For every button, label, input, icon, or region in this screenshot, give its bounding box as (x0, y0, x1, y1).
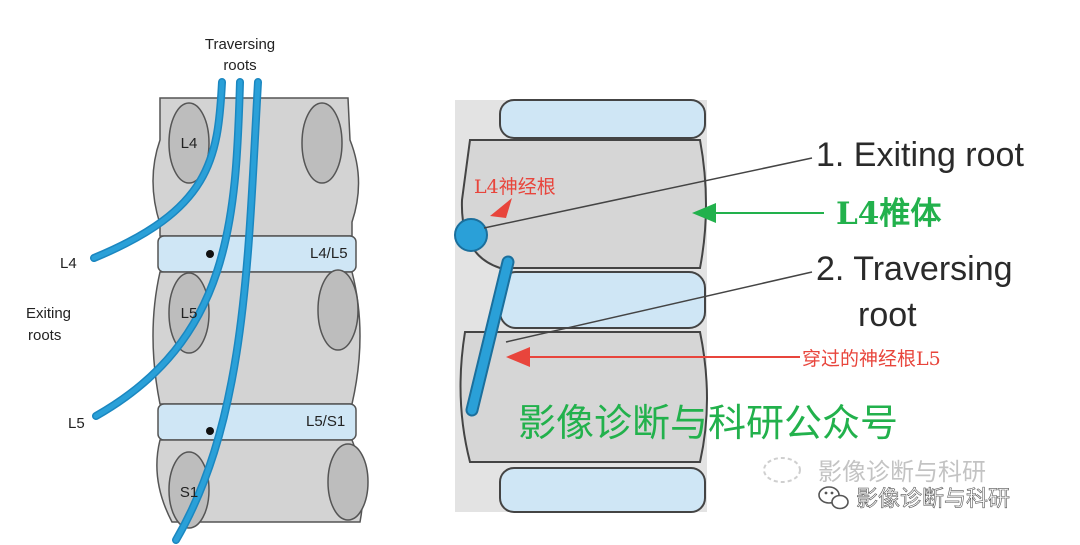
traversing-l5-cn-label: 穿过的神经根L5 (802, 348, 941, 370)
root-l4-label: L4 (60, 255, 77, 272)
red-arrow-traversing-root (506, 347, 530, 367)
exiting-roots-label-line1: Exiting (26, 305, 71, 322)
l4-nerve-root-cn-label: L4神经根 (474, 176, 556, 198)
vertebra-l4-label: L4 (181, 135, 198, 152)
faint-watermark: 影像诊断与科研 (763, 457, 986, 486)
wechat-credit: 影像诊断与科研 (818, 486, 1010, 511)
exiting-root-l5 (93, 79, 243, 419)
disc-l5-s1-label: L5/S1 (306, 413, 345, 430)
traversing-root-label-line1: 2. Traversing (816, 250, 1013, 288)
green-watermark-text: 影像诊断与科研公众号 (518, 401, 898, 445)
exiting-root-leader (483, 157, 813, 229)
red-arrow-l4-root (490, 198, 512, 218)
pedicle-s1-right (327, 443, 369, 521)
disc-l4-l5-dot (206, 250, 214, 258)
green-arrow-l4-vertebra (692, 203, 716, 223)
traversing-roots-label-line2: roots (223, 57, 256, 74)
traversing-root (173, 79, 261, 543)
pedicle-l4-right (301, 102, 343, 184)
traversing-root-label-line2: root (858, 296, 917, 334)
right-disc-bottom (499, 467, 706, 513)
right-disc-top (499, 99, 706, 139)
vertebra-s1-label: S1 (180, 484, 198, 501)
left-spine-diagram: Traversing roots Exiting roots L4 L5 L4 … (26, 36, 369, 544)
vertebra-l5-label: L5 (181, 305, 198, 322)
pedicle-l5-left (168, 272, 210, 354)
pedicle-s1-left (168, 451, 210, 529)
wechat-credit-text: 影像诊断与科研 (856, 486, 1010, 511)
right-l5-vertebra (459, 331, 708, 463)
right-exiting-root-dot (454, 218, 488, 252)
disc-l5-s1-dot (206, 427, 214, 435)
wechat-icon (818, 486, 849, 510)
pedicle-l4-left (168, 102, 210, 184)
exiting-root-label: 1. Exiting root (816, 136, 1024, 174)
traversing-root-leader (505, 271, 813, 343)
svg-text:影像诊断与科研: 影像诊断与科研 (818, 459, 986, 486)
right-spine-diagram: 1. Exiting root 2. Traversing root L4神经根… (454, 99, 1024, 513)
right-l4-vertebra (460, 139, 707, 269)
l4-vertebra-cn-label: L4椎体 (836, 196, 941, 232)
pedicle-l5-right (317, 269, 359, 351)
traversing-roots-label-line1: Traversing (205, 36, 275, 53)
root-l5-label: L5 (68, 415, 85, 432)
nerve-roots (90, 78, 262, 544)
exiting-root-l4 (91, 79, 225, 261)
exiting-roots-label-line2: roots (28, 327, 61, 344)
disc-l4-l5-label: L4/L5 (310, 245, 348, 262)
